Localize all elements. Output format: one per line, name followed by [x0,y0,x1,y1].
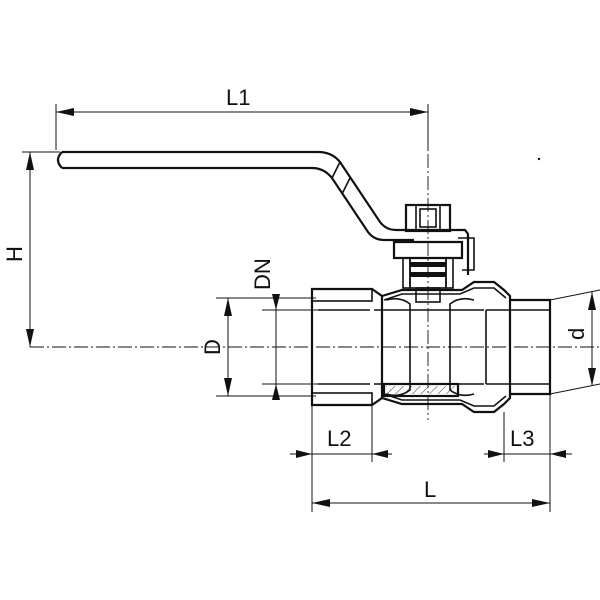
valve-stem [392,203,464,303]
center-lines [30,110,600,420]
dimension-l3 [484,394,572,512]
label-h: H [2,246,27,262]
stray-dot [537,157,541,161]
dimension-l2 [290,405,392,512]
label-d-thread: d [564,328,589,340]
label-l3: L3 [510,426,534,451]
dimension-h [22,151,60,347]
valve-handle [56,150,475,275]
label-l2: L2 [327,426,351,451]
dimension-l [312,499,550,507]
dimension-l1 [55,104,429,150]
label-l1: L1 [226,85,250,110]
label-dn: DN [250,258,275,290]
dimension-d-thread [549,289,600,395]
dimension-d-outer [216,297,316,397]
label-d-outer: D [200,339,225,355]
label-l: L [424,477,436,502]
